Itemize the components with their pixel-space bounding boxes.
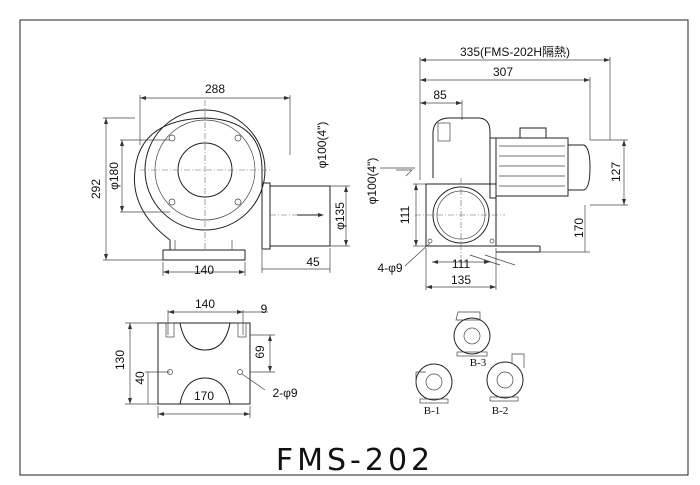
side-view: 335(FMS-202H隔熱) 307 85: [365, 45, 628, 290]
model-title: FMS-202: [276, 443, 434, 478]
dim-140-front: 140: [194, 263, 214, 277]
dim-45: 45: [306, 255, 320, 269]
dim-135-side: 135: [451, 273, 471, 287]
dim-9: 9: [261, 302, 268, 316]
variant-b3: B-3: [453, 311, 491, 369]
dim-335: 335(FMS-202H隔熱): [460, 45, 570, 59]
dim-111-h: 111: [452, 257, 471, 271]
dim-69: 69: [253, 345, 267, 359]
dim-170: 170: [572, 218, 586, 238]
variant-b1: B-1: [415, 363, 453, 417]
dim-dia-135: φ135: [333, 202, 347, 230]
base-plate-view: 140 9 130 40 69 170 2-φ9: [113, 297, 298, 418]
variant-label-b1: B-1: [424, 405, 441, 417]
dim-outlet-dia: φ100(4"): [315, 122, 329, 169]
dim-127: 127: [609, 162, 623, 182]
dim-40: 40: [133, 371, 147, 385]
drawing-border: [19, 19, 689, 476]
dim-inlet-dia: φ100(4"): [365, 158, 379, 205]
dim-288: 288: [205, 82, 225, 96]
front-view: 288 292 φ180: [89, 82, 350, 277]
dim-111-v: 111: [398, 206, 412, 225]
dim-292: 292: [89, 179, 103, 199]
dim-dia-180: φ180: [107, 162, 121, 190]
dim-85: 85: [433, 88, 447, 102]
holes-4-dia-9: 4-φ9: [377, 261, 402, 275]
holes-2-dia-9: 2-φ9: [272, 386, 297, 400]
variant-label-b3: B-3: [470, 357, 487, 369]
dim-130: 130: [113, 350, 127, 370]
dim-140-base: 140: [195, 297, 215, 311]
dim-170-base: 170: [194, 389, 214, 403]
dim-307: 307: [493, 65, 513, 79]
variant-label-b2: B-2: [492, 405, 509, 417]
variant-b2: B-2: [486, 353, 525, 417]
